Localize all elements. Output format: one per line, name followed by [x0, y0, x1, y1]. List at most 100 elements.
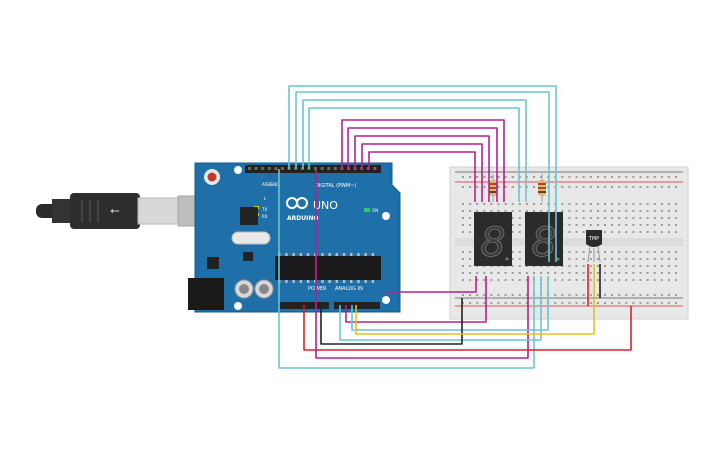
resistor-1[interactable]: [489, 174, 497, 202]
chip-pin: [328, 253, 331, 256]
breadboard-hole: [675, 186, 677, 188]
chip-pin: [292, 280, 295, 283]
breadboard-hole: [667, 302, 670, 304]
chip-pin: [328, 280, 331, 283]
breadboard-hole: [667, 231, 670, 233]
breadboard-hole: [511, 217, 514, 219]
wire-magenta-2: [347, 127, 498, 202]
usb-cable[interactable]: ⭠: [36, 193, 201, 229]
right-digit: 8: [531, 220, 556, 266]
breadboard-hole: [639, 272, 642, 274]
breadboard-hole: [639, 294, 642, 296]
breadboard-hole: [490, 279, 493, 281]
breadboard-hole: [589, 224, 592, 226]
breadboard-hole: [462, 251, 464, 253]
chip-pin: [285, 280, 288, 283]
breadboard-hole: [518, 294, 521, 296]
breadboard-hole: [561, 294, 564, 296]
breadboard-hole: [625, 224, 628, 226]
breadboard-hole: [568, 302, 571, 304]
breadboard-hole: [611, 272, 614, 274]
breadboard-hole: [511, 231, 514, 233]
breadboard-hole: [675, 224, 677, 226]
breadboard-hole: [525, 294, 528, 296]
breadboard-hole: [675, 251, 677, 253]
breadboard-hole: [582, 186, 585, 188]
breadboard-hole: [476, 186, 479, 188]
breadboard-hole: [518, 224, 521, 226]
breadboard-hole: [667, 258, 670, 260]
breadboard-hole: [653, 203, 656, 205]
breadboard-hole: [497, 186, 500, 188]
breadboard-hole: [604, 251, 606, 253]
breadboard-hole: [618, 294, 621, 296]
breadboard-hole: [646, 265, 649, 267]
breadboard-hole: [596, 210, 599, 212]
breadboard-hole: [596, 258, 599, 260]
breadboard-hole: [582, 231, 585, 233]
breadboard-hole: [611, 265, 614, 267]
breadboard-hole: [625, 258, 628, 260]
breadboard-hole: [504, 279, 507, 281]
analog-header[interactable]: [334, 302, 380, 309]
breadboard-hole: [568, 231, 571, 233]
breadboard-hole: [604, 176, 606, 178]
left-digit: 8: [480, 220, 505, 266]
breadboard-hole: [575, 231, 578, 233]
breadboard-hole: [589, 265, 592, 267]
breadboard-hole: [511, 251, 514, 253]
breadboard-hole: [469, 294, 472, 296]
breadboard-hole: [462, 294, 464, 296]
temperature-sensor[interactable]: TMP: [586, 230, 602, 263]
breadboard-hole: [653, 258, 656, 260]
breadboard-hole: [632, 210, 635, 212]
breadboard-hole: [646, 176, 649, 178]
breadboard-hole: [596, 217, 599, 219]
breadboard-hole: [660, 186, 663, 188]
breadboard-hole: [660, 176, 663, 178]
breadboard-hole: [483, 294, 486, 296]
breadboard-hole: [462, 258, 464, 260]
breadboard-hole: [462, 217, 464, 219]
digital-header[interactable]: [245, 165, 381, 173]
resistor-2[interactable]: [538, 174, 546, 202]
breadboard-hole: [667, 224, 670, 226]
power-label: POWER: [308, 286, 327, 292]
breadboard-hole: [675, 210, 677, 212]
power-jack[interactable]: [188, 278, 224, 310]
breadboard-hole: [625, 302, 628, 304]
breadboard-hole: [540, 272, 543, 274]
breadboard-hole: [667, 203, 670, 205]
breadboard-hole: [476, 279, 479, 281]
arduino-uno-board[interactable]: AREF GND DIGITAL (PWM~) ARDUINO UNO TX R…: [188, 162, 401, 313]
breadboard-hole: [625, 265, 628, 267]
power-led-icon: [364, 208, 370, 212]
breadboard-hole: [611, 186, 614, 188]
breadboard-hole: [511, 272, 514, 274]
breadboard-hole: [568, 258, 571, 260]
wire-red-power: [303, 305, 632, 351]
breadboard-hole: [625, 279, 628, 281]
chip-pin: [350, 280, 353, 283]
breadboard-hole: [462, 265, 464, 267]
breadboard-hole: [675, 279, 677, 281]
breadboard-hole: [596, 251, 599, 253]
breadboard-hole: [540, 176, 543, 178]
breadboard-hole: [625, 251, 628, 253]
right-seven-segment[interactable]: 8: [525, 212, 563, 266]
breadboard-hole: [618, 258, 621, 260]
breadboard-hole: [511, 224, 514, 226]
left-seven-segment[interactable]: 8: [474, 212, 512, 266]
breadboard-hole: [611, 176, 614, 178]
breadboard-hole: [639, 224, 642, 226]
center-channel: [455, 238, 683, 246]
wire-magenta-4: [361, 143, 483, 202]
breadboard-hole: [618, 186, 621, 188]
breadboard-hole: [504, 210, 507, 212]
breadboard-hole: [540, 203, 543, 205]
breadboard-hole: [582, 294, 585, 296]
breadboard-hole: [561, 176, 564, 178]
breadboard-hole: [525, 186, 528, 188]
breadboard-hole: [525, 176, 528, 178]
